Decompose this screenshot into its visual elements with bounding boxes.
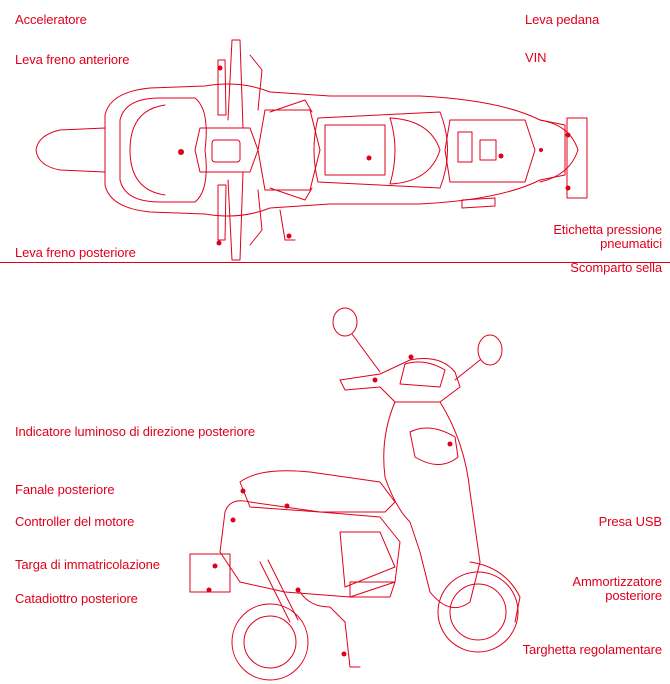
label-rear-reflector: Catadiottro posteriore (15, 591, 138, 606)
label-rear-shock-line1: Ammortizzatore (572, 574, 662, 589)
label-tail-light: Fanale posteriore (15, 482, 115, 497)
label-regulatory-plate: Targhetta regolamentare (522, 642, 662, 657)
label-tire-pressure-line2: pneumatici (600, 236, 662, 251)
scooter-side-view-drawing (189, 307, 521, 681)
label-motor-controller: Controller del motore (15, 514, 135, 529)
label-usb-socket: Presa USB (598, 514, 663, 529)
label-seat-compartment: Scomparto sella (570, 260, 662, 275)
scooter-top-view-drawing (35, 39, 588, 261)
label-vin: VIN (525, 50, 547, 65)
label-rear-brake-lever: Leva freno posteriore (15, 245, 136, 260)
label-rear-shock-line2: posteriore (605, 588, 662, 603)
label-license-plate: Targa di immatricolazione (15, 557, 160, 572)
label-kickstand-lever: Leva pedana (525, 12, 600, 27)
label-rear-turn-indicator: Indicatore luminoso di direzione posteri… (15, 424, 255, 439)
label-front-brake-lever: Leva freno anteriore (15, 52, 130, 67)
section-divider (0, 262, 670, 263)
label-tire-pressure-line1: Etichetta pressione (553, 222, 662, 237)
label-accelerator: Acceleratore (15, 12, 87, 27)
